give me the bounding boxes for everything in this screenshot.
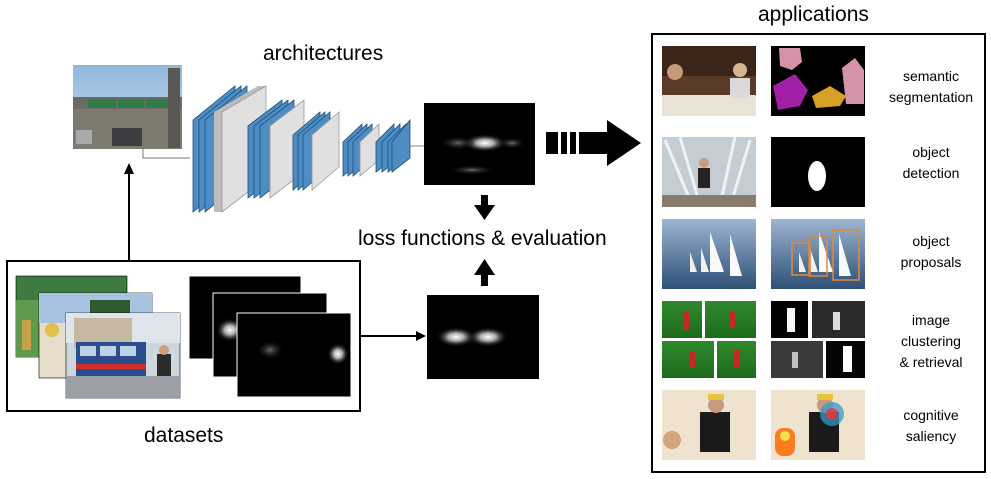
applications-label: applications	[758, 3, 869, 26]
app-label-image-clustering: image clustering & retrieval	[876, 310, 986, 373]
arrow-datasets-to-groundtruth	[361, 331, 426, 341]
app-label-line: cognitive	[903, 407, 959, 423]
app-label-line: proposals	[900, 254, 962, 270]
arrow-down-to-loss	[474, 195, 495, 220]
app-label-line: image	[911, 312, 951, 328]
dataset-photos	[15, 275, 181, 399]
dataset-map-3	[236, 312, 352, 398]
app-label-line: detection	[902, 165, 960, 181]
app-label-line: saliency	[905, 428, 957, 444]
app-cognitive-saliency-images	[662, 390, 865, 460]
app-label-cognitive-saliency: cognitive saliency	[876, 405, 986, 447]
app-object-proposals-images	[662, 219, 865, 289]
layer-block-5	[375, 118, 411, 173]
input-street-image	[73, 65, 182, 149]
app-label-line: object	[912, 144, 950, 160]
predicted-saliency-map	[424, 103, 535, 185]
layer-block-3	[292, 111, 340, 191]
datasets-label: datasets	[144, 424, 224, 447]
cnn-layers	[192, 85, 424, 213]
dataset-photo-3	[65, 312, 181, 399]
app-label-line: & retrieval	[899, 354, 963, 370]
app-label-line: semantic	[902, 68, 960, 84]
app-semantic-segmentation-images	[662, 46, 865, 116]
layer-block-2	[247, 99, 305, 199]
app-object-detection-images	[662, 136, 865, 208]
loss-functions-label: loss functions & evaluation	[358, 227, 607, 250]
app-label-object-proposals: object proposals	[876, 231, 986, 273]
app-image-clustering-images	[662, 301, 865, 378]
app-label-line: clustering	[901, 333, 961, 349]
arrow-datasets-to-input	[124, 163, 134, 260]
app-label-line: object	[912, 233, 950, 249]
arrow-up-to-loss	[474, 259, 495, 286]
architectures-label: architectures	[263, 42, 384, 65]
dataset-saliency-maps	[188, 275, 352, 398]
arrow-to-applications	[546, 120, 641, 166]
layer-block-4	[342, 123, 380, 177]
ground-truth-saliency-map	[427, 295, 539, 379]
app-label-line: segmentation	[888, 89, 974, 105]
app-label-semantic-segmentation: semantic segmentation	[876, 66, 986, 108]
app-label-object-detection: object detection	[876, 142, 986, 184]
